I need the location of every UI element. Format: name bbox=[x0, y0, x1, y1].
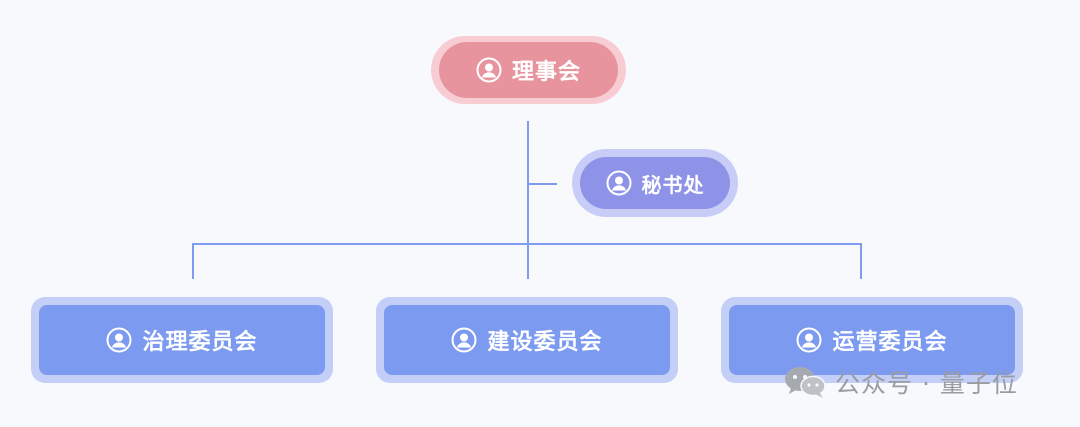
governance-committee-node[interactable]: 治理委员会 bbox=[39, 305, 325, 375]
board-node[interactable]: 理事会 bbox=[439, 42, 618, 98]
board-label: 理事会 bbox=[511, 60, 581, 85]
wechat-icon bbox=[783, 365, 827, 399]
user-circle-icon bbox=[476, 57, 502, 83]
watermark: 公众号 · 量子位 bbox=[783, 364, 1018, 400]
user-circle-icon bbox=[451, 327, 477, 353]
secretariat-label: 秘书处 bbox=[641, 172, 705, 197]
operations-committee-node[interactable]: 运营委员会 bbox=[729, 305, 1015, 375]
watermark-text: 公众号 · 量子位 bbox=[835, 369, 1018, 398]
connector-left-drop bbox=[192, 243, 194, 279]
connector-secretariat-branch bbox=[527, 183, 557, 185]
committee-label: 运营委员会 bbox=[832, 330, 948, 355]
construction-committee-node[interactable]: 建设委员会 bbox=[384, 305, 670, 375]
user-circle-icon bbox=[106, 327, 132, 353]
connector-trunk bbox=[527, 121, 529, 279]
committee-label: 建设委员会 bbox=[487, 330, 603, 355]
secretariat-node[interactable]: 秘书处 bbox=[580, 157, 730, 209]
connector-right-drop bbox=[860, 243, 862, 279]
user-circle-icon bbox=[796, 327, 822, 353]
connector-horizontal-bar bbox=[192, 243, 862, 245]
user-circle-icon bbox=[606, 170, 632, 196]
committee-label: 治理委员会 bbox=[142, 330, 258, 355]
